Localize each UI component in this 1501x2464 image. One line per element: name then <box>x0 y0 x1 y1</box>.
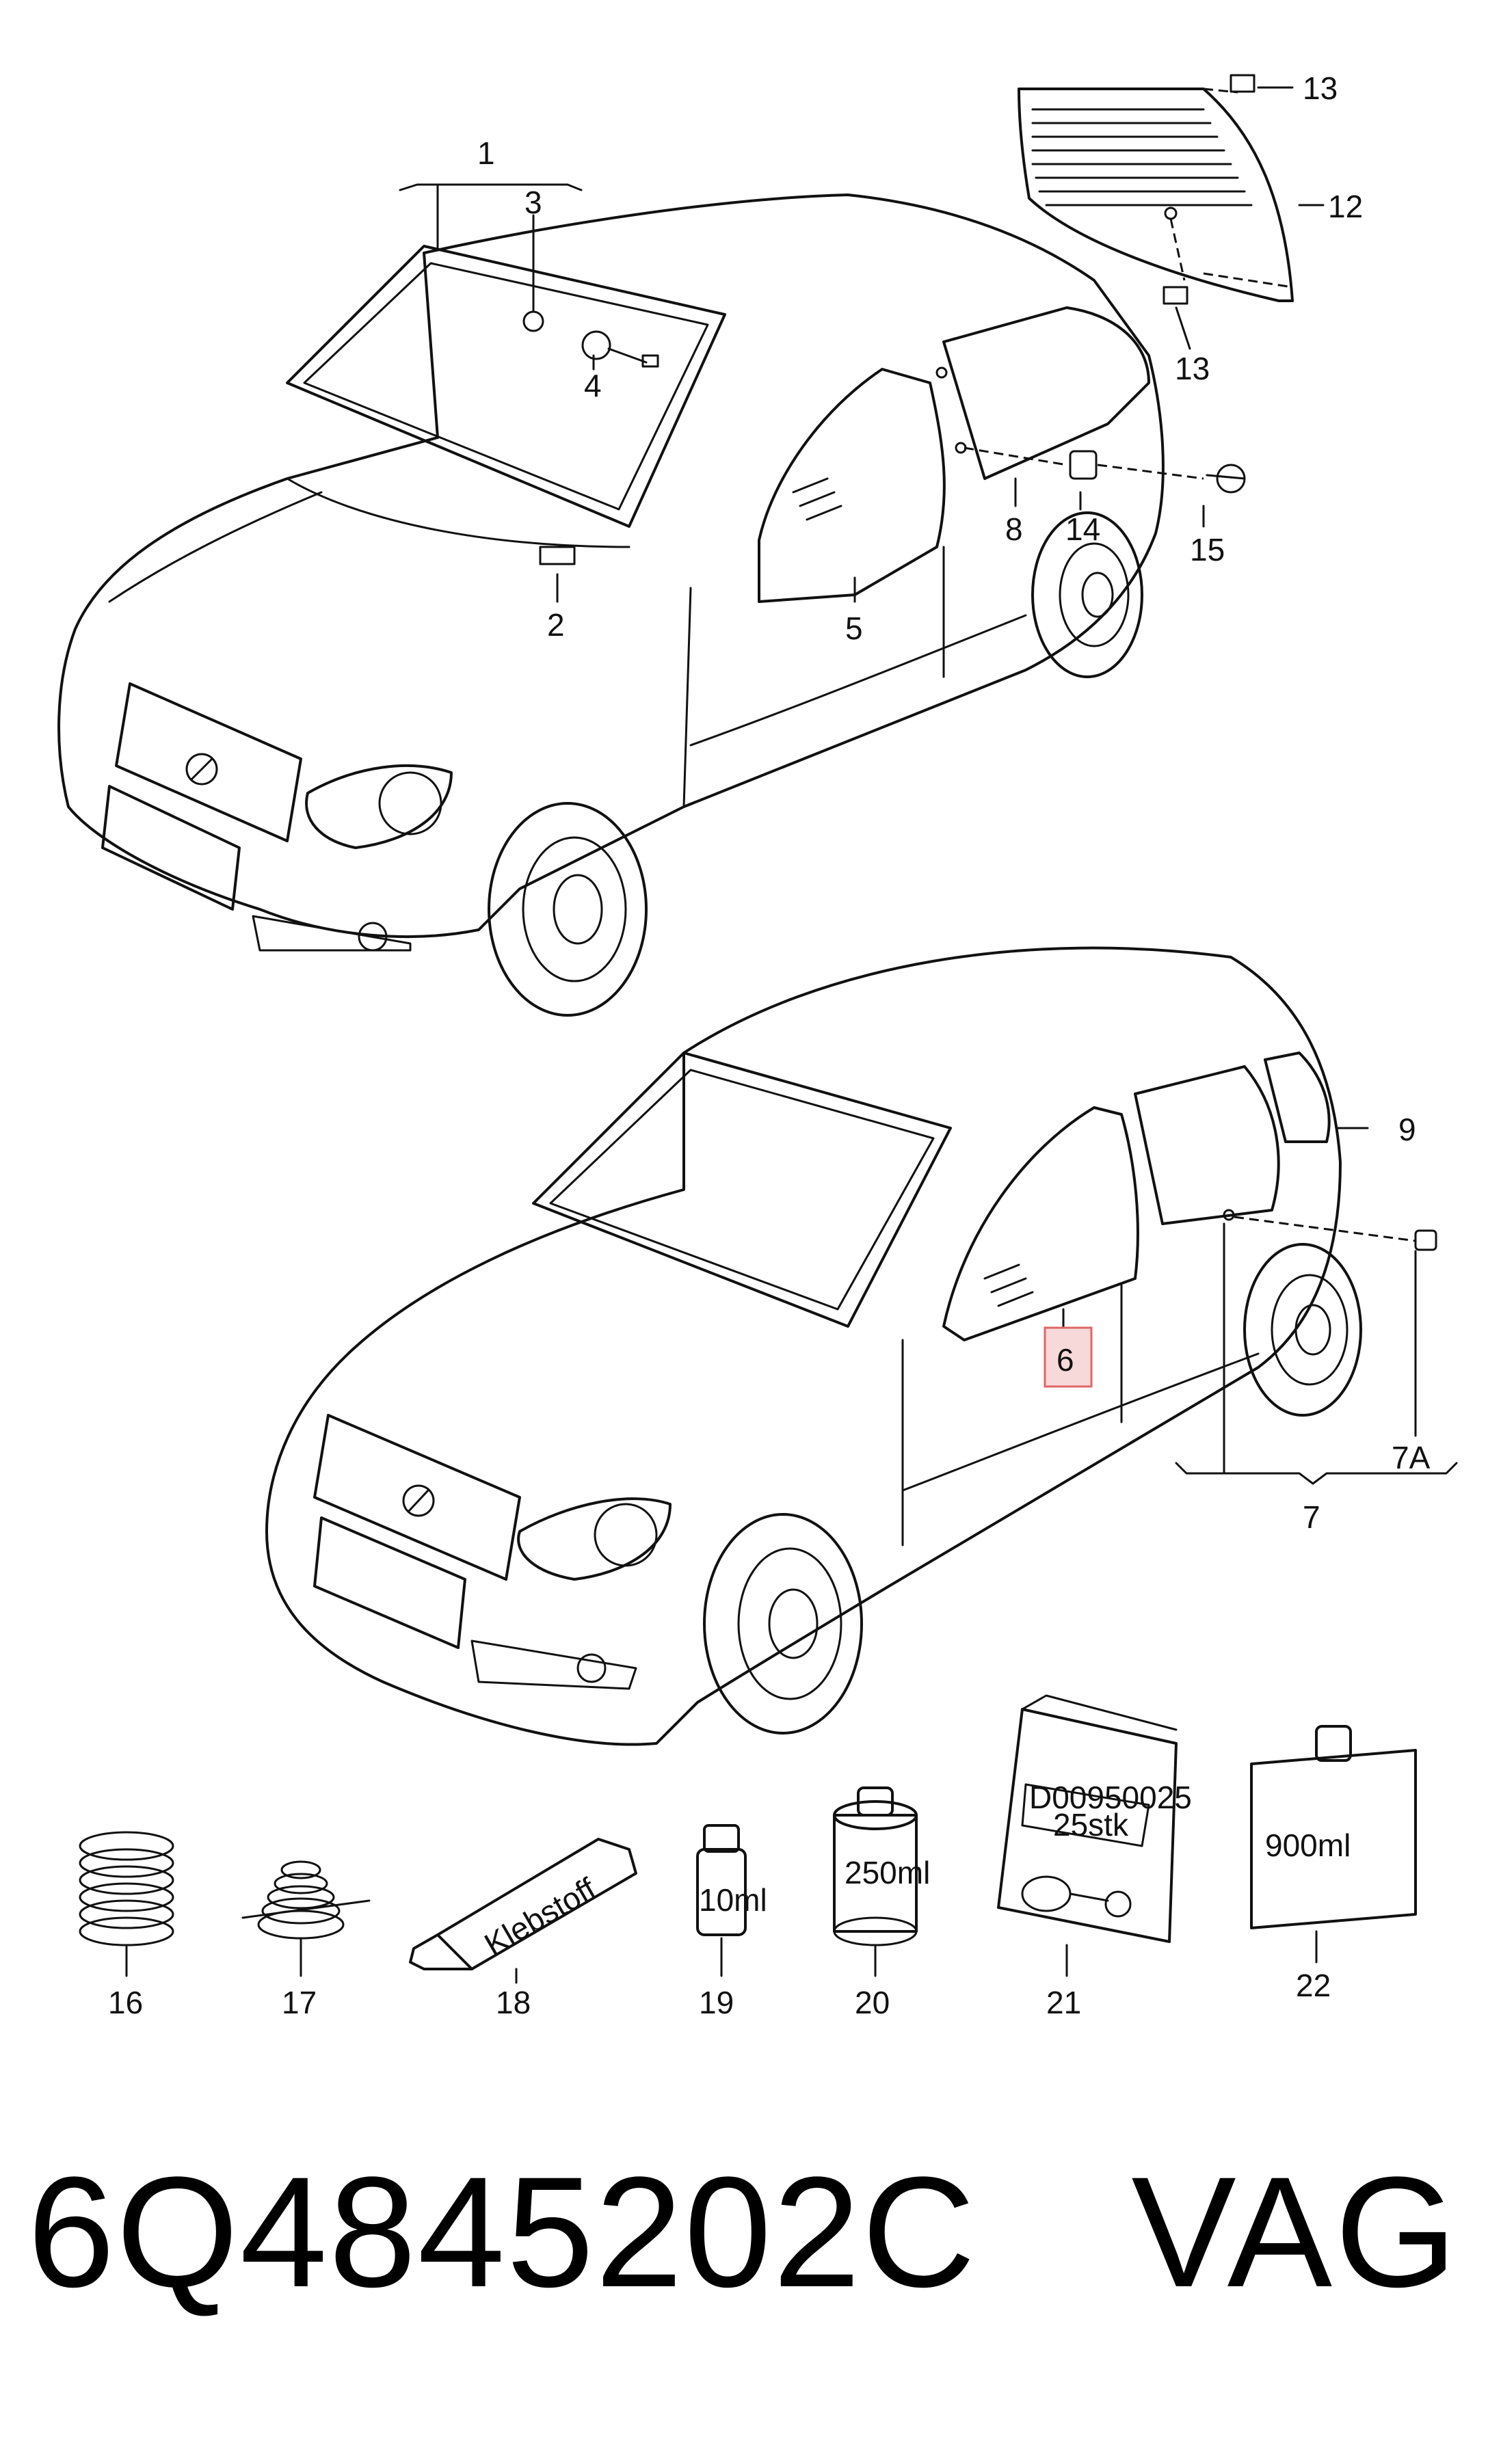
small-bottle-item: 10ml <box>696 1824 767 1977</box>
callout-22: 22 <box>1296 1968 1331 2003</box>
callout-12: 12 <box>1328 189 1363 224</box>
callout-13-bottom: 13 <box>1175 351 1210 386</box>
callout-numbers: 1 3 4 2 5 8 14 15 12 13 13 6 9 7A 7 16 1… <box>108 70 1431 2020</box>
can-item: 250ml <box>833 1786 930 1977</box>
callout-15: 15 <box>1190 532 1225 567</box>
rear-window-assembly <box>1018 74 1294 305</box>
bag-item: D00950025 25stk <box>997 1694 1192 1977</box>
callout-5: 5 <box>845 611 863 646</box>
callout-13-top: 13 <box>1303 70 1338 106</box>
callout-3: 3 <box>524 185 542 220</box>
callout-9: 9 <box>1398 1112 1416 1147</box>
cone-coil-item <box>241 1860 371 1977</box>
callout-14: 14 <box>1065 511 1100 547</box>
canister-item: 900ml <box>1250 1725 1417 1964</box>
callout-7a: 7A <box>1392 1440 1431 1475</box>
callout-6: 6 <box>1057 1342 1074 1378</box>
callout-21: 21 <box>1046 1985 1081 2020</box>
callout-8: 8 <box>1005 511 1023 547</box>
brand-name: VAG <box>1131 2144 1460 2320</box>
callout-17: 17 <box>282 1985 317 2020</box>
callout-16: 16 <box>108 1985 143 2020</box>
callout-6-highlight <box>1044 1326 1093 1388</box>
fastener-parts <box>935 366 1246 494</box>
top-car-illustration <box>57 193 1165 1017</box>
accessory-illustrations: Klebstoff 10ml 250ml D00950025 25stk <box>79 1694 1417 1984</box>
callout-18: 18 <box>496 1985 531 2020</box>
part-number: 6Q4845202C <box>27 2144 977 2320</box>
callout-7: 7 <box>1303 1499 1320 1535</box>
top-leader-lines <box>399 86 1325 603</box>
callout-2: 2 <box>547 607 565 643</box>
coil-item <box>79 1831 174 1977</box>
small-bottle-label: 10ml <box>699 1882 767 1918</box>
canister-label: 900ml <box>1265 1827 1351 1863</box>
callout-19: 19 <box>699 1985 734 2020</box>
bottom-leader-lines <box>1044 1127 1458 1485</box>
bag-qty: 25stk <box>1053 1807 1129 1843</box>
callout-20: 20 <box>855 1985 890 2020</box>
callout-4: 4 <box>584 368 602 403</box>
glue-tube-item: Klebstoff <box>409 1838 637 1984</box>
tube-label: Klebstoff <box>479 1871 602 1962</box>
can-label: 250ml <box>845 1855 930 1890</box>
bag-code: D00950025 <box>1029 1780 1192 1815</box>
bottom-car-illustration <box>265 946 1437 1746</box>
callout-1: 1 <box>477 135 495 171</box>
